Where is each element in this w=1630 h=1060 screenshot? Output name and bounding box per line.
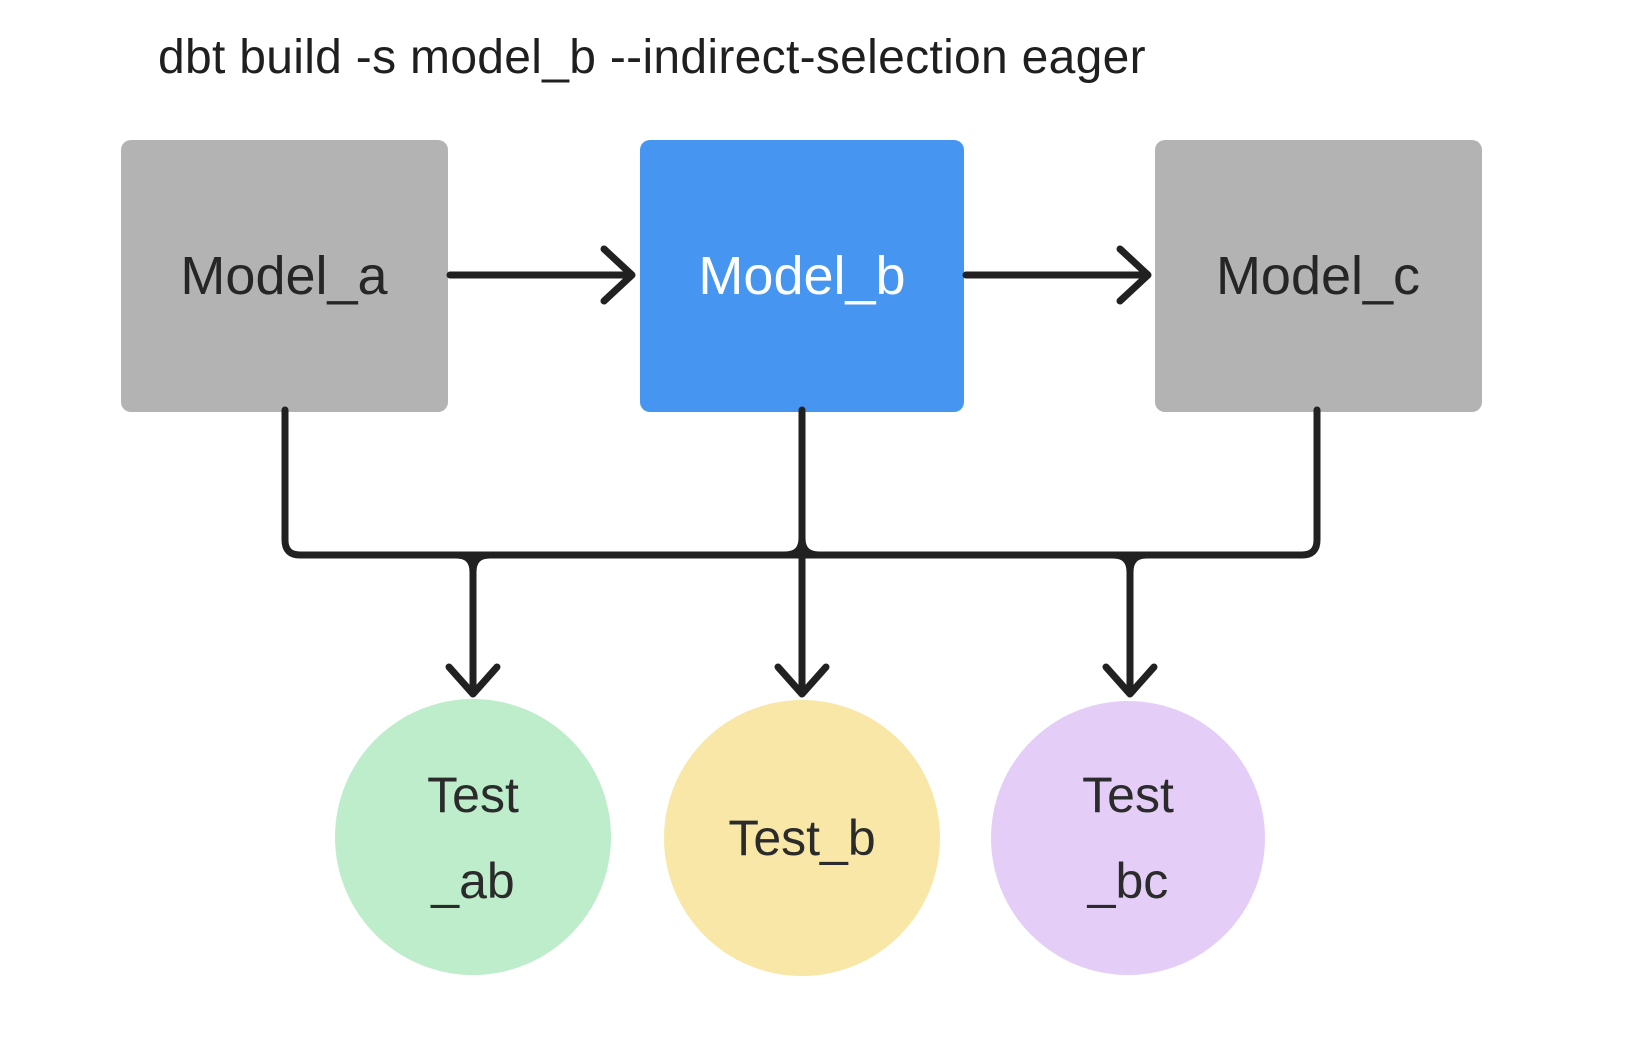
test-bc-label: Test _bc: [1082, 752, 1174, 924]
model-c-box: [1155, 140, 1482, 412]
model-b-label: Model_b: [698, 246, 906, 306]
fillet-model-b-right: [798, 534, 823, 559]
arrowhead-test-bc: [1102, 663, 1158, 698]
test-b-circle: [664, 700, 940, 976]
model-b-box: [640, 140, 964, 412]
test-ab-label-line2: _ab: [431, 853, 515, 909]
arrowhead-test-b: [774, 663, 830, 698]
arrowhead-model-c: [1116, 245, 1152, 305]
arrowhead-test-ab: [445, 663, 501, 698]
model-a-box: [121, 140, 448, 412]
model-c-label: Model_c: [1215, 246, 1421, 306]
test-ab-label: Test _ab: [427, 752, 519, 924]
arrowhead-model-b: [600, 245, 636, 305]
test-bc-label-line1: Test: [1082, 767, 1174, 823]
edges: [281, 245, 1321, 698]
test-b-label: Test_b: [728, 810, 876, 866]
test-ab-circle: [335, 699, 611, 975]
test-bc-circle: [991, 701, 1265, 975]
test-bc-label-line2: _bc: [1087, 853, 1169, 909]
model-a-label: Model_a: [180, 246, 388, 306]
test-ab-label-line1: Test: [427, 767, 519, 823]
command-title: dbt build -s model_b --indirect-selectio…: [158, 31, 1146, 84]
